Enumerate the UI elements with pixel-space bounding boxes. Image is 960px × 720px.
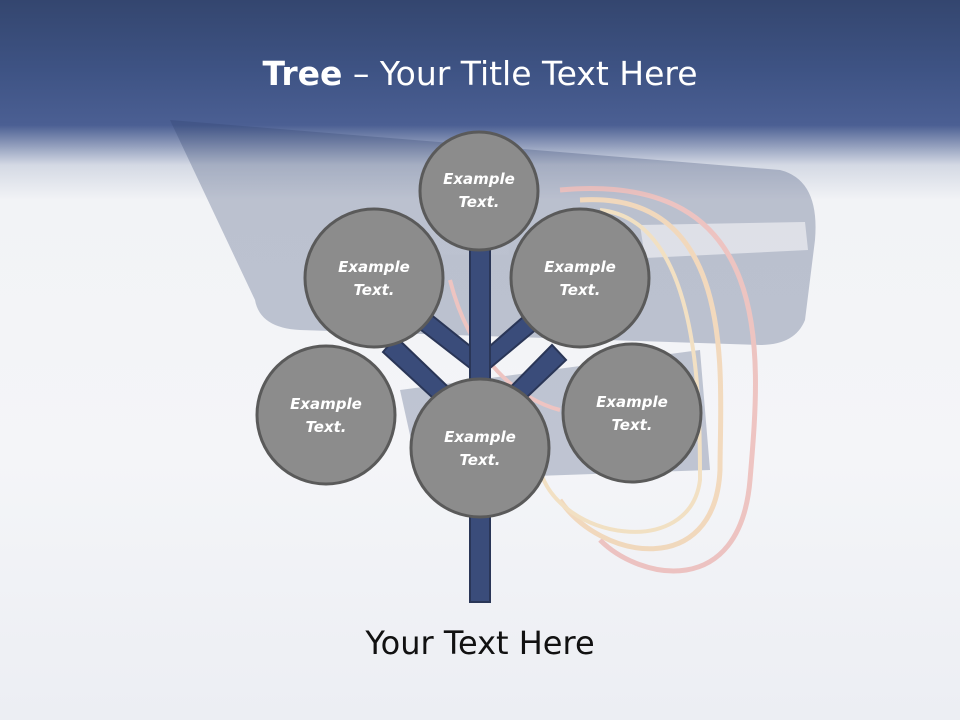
node-label-right-lower: Example Text. — [572, 391, 692, 437]
node-label-top: Example Text. — [419, 168, 539, 214]
tree-node-right-lower — [561, 342, 703, 484]
node-label-line2: Text. — [458, 193, 500, 211]
node-label-line2: Text. — [611, 416, 653, 434]
tree-node-center — [409, 377, 551, 519]
node-label-line1: Example — [338, 258, 410, 276]
tree-node-right-upper — [509, 207, 651, 349]
node-label-right-upper: Example Text. — [520, 256, 640, 302]
title-main-text: Your Title Text Here — [379, 54, 698, 93]
title-separator: – — [342, 54, 380, 93]
node-label-line2: Text. — [305, 418, 347, 436]
node-label-center: Example Text. — [420, 426, 540, 472]
node-label-line2: Text. — [459, 451, 501, 469]
slide-title: Tree – Your Title Text Here — [0, 52, 960, 96]
tree-node-top — [418, 130, 540, 252]
title-bold-part: Tree — [262, 54, 343, 93]
node-label-line1: Example — [544, 258, 616, 276]
node-label-line2: Text. — [353, 281, 395, 299]
node-label-line1: Example — [596, 393, 668, 411]
node-label-line1: Example — [443, 170, 515, 188]
tree-node-left-lower — [255, 344, 397, 486]
node-label-line1: Example — [444, 428, 516, 446]
node-label-line1: Example — [290, 395, 362, 413]
slide-caption: Your Text Here — [365, 624, 595, 662]
tree-node-left-upper — [303, 207, 445, 349]
node-label-left-upper: Example Text. — [314, 256, 434, 302]
node-label-left-lower: Example Text. — [266, 393, 386, 439]
node-label-line2: Text. — [559, 281, 601, 299]
